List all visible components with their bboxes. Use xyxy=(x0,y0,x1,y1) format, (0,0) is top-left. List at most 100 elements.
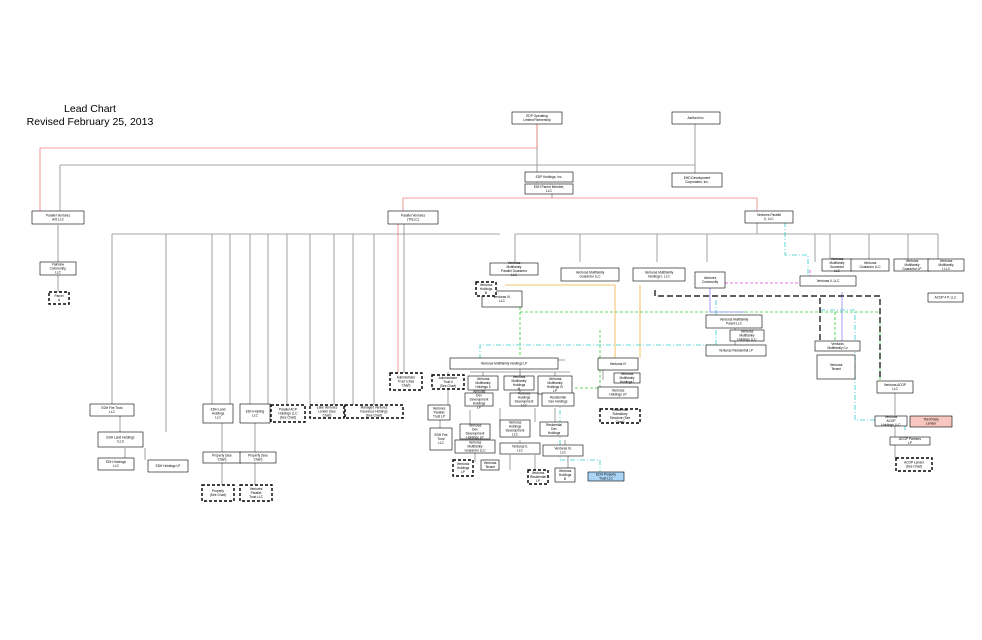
chart-title: Lead Chart xyxy=(64,103,116,115)
svg-text:Trust: Trust xyxy=(437,437,444,441)
svg-text:LLC: LLC xyxy=(215,416,222,420)
svg-text:Venturas: Venturas xyxy=(831,257,844,261)
svg-text:Multifamily: Multifamily xyxy=(506,265,521,269)
svg-text:Venturas Multifamily: Venturas Multifamily xyxy=(576,271,605,275)
svg-text:B: B xyxy=(485,291,487,295)
svg-text:Holdings: Holdings xyxy=(548,431,561,435)
svg-text:LP: LP xyxy=(908,441,912,445)
svg-text:(See Chart): (See Chart) xyxy=(906,465,922,469)
svg-text:Third Party: Third Party xyxy=(923,418,939,422)
svg-text:Venturas Residential LP: Venturas Residential LP xyxy=(719,349,753,353)
svg-text:LLC: LLC xyxy=(109,410,116,414)
svg-text:Venturas: Venturas xyxy=(513,375,526,379)
svg-text:Venturas: Venturas xyxy=(621,372,634,376)
svg-text:Venturas: Venturas xyxy=(906,259,919,263)
entity-v-mf-iii: Venturas III,LLC xyxy=(542,444,584,457)
svg-text:Lender (See: Lender (See xyxy=(318,410,336,414)
svg-text:ACOP: ACOP xyxy=(886,419,895,423)
svg-text:Community,: Community, xyxy=(50,267,67,271)
svg-text:Dev: Dev xyxy=(472,428,478,432)
svg-text:Administrator: Administrator xyxy=(439,376,459,380)
entity-asset-c: Property(See Chart) xyxy=(201,484,235,502)
lead-line xyxy=(39,124,538,211)
svg-text:Guarantor LLC: Guarantor LLC xyxy=(464,449,486,453)
svg-text:Holdings LLC: Holdings LLC xyxy=(278,412,298,416)
svg-text:LLC: LLC xyxy=(560,451,567,455)
connector-lines xyxy=(39,124,939,485)
svg-text:LLC: LLC xyxy=(252,414,259,418)
orange-line xyxy=(505,284,616,358)
svg-text:(See Chart): (See Chart) xyxy=(280,416,296,420)
svg-text:Parcel: Parcel xyxy=(54,294,63,298)
svg-text:Guarantor LLC: Guarantor LLC xyxy=(859,265,881,269)
svg-text:Venturas Multifamily Holdings: Venturas Multifamily Holdings LP xyxy=(481,362,528,366)
svg-text:Venturas: Venturas xyxy=(864,261,877,265)
magenta-line xyxy=(725,270,811,284)
svg-text:Multifamily: Multifamily xyxy=(739,334,754,338)
svg-text:ACOP 4 P, LLC: ACOP 4 P, LLC xyxy=(935,296,958,300)
svg-text:EDH Property: EDH Property xyxy=(596,473,616,477)
svg-text:EDH Land: EDH Land xyxy=(211,408,226,412)
svg-text:Dev: Dev xyxy=(551,427,557,431)
svg-text:LLC: LLC xyxy=(438,441,445,445)
svg-text:Ventures: Ventures xyxy=(704,276,717,280)
svg-text:EDP Operating: EDP Operating xyxy=(526,114,548,118)
svg-text:A: A xyxy=(58,298,61,302)
entity-parallel: Parallel Ventures(TriLLC) xyxy=(387,210,439,225)
svg-text:Development: Development xyxy=(466,432,485,436)
svg-text:Venturas: Venturas xyxy=(508,261,521,265)
svg-text:Holdings I, LLC: Holdings I, LLC xyxy=(648,275,670,279)
svg-text:Holdings: Holdings xyxy=(509,425,522,429)
svg-text:EDH Land Holdings: EDH Land Holdings xyxy=(107,436,135,440)
svg-text:LLC: LLC xyxy=(55,271,62,275)
green-line xyxy=(575,330,601,389)
entity-v-gp: Venturas Multifamily Holdings LP xyxy=(449,357,559,370)
svg-text:Multifamily: Multifamily xyxy=(938,263,953,267)
svg-text:Holdings LP: Holdings LP xyxy=(609,393,626,397)
svg-text:Venturas II,: Venturas II, xyxy=(512,445,528,449)
entity-edp-holdings: EDP Holdings, Inc. xyxy=(524,171,574,183)
svg-text:Holdings LP: Holdings LP xyxy=(466,436,483,440)
svg-text:Managed Ventures: Managed Ventures xyxy=(361,406,388,410)
svg-text:Venturas: Venturas xyxy=(473,390,486,394)
svg-text:Holdings: Holdings xyxy=(212,412,225,416)
cyan-line xyxy=(784,222,809,276)
svg-text:Chart): Chart) xyxy=(323,414,332,418)
svg-text:EHD Development: EHD Development xyxy=(684,176,711,180)
svg-text:LP: LP xyxy=(553,389,557,393)
svg-text:Venturas IV: Venturas IV xyxy=(610,362,627,366)
violet-line xyxy=(709,285,745,313)
svg-text:Holdings: Holdings xyxy=(518,396,531,400)
svg-text:Holdings II: Holdings II xyxy=(475,385,490,389)
svg-text:LLC: LLC xyxy=(511,273,518,277)
svg-text:I, LLC: I, LLC xyxy=(942,267,951,271)
svg-text:Holdings: Holdings xyxy=(457,466,470,470)
svg-text:Guarantor LLC: Guarantor LLC xyxy=(579,275,601,279)
entity-v-mf-ii: Venturas II,LLC xyxy=(499,442,541,455)
svg-text:Venturas: Venturas xyxy=(469,424,482,428)
svg-text:Tenant: Tenant xyxy=(485,465,495,469)
svg-text:Parallel Guarantor: Parallel Guarantor xyxy=(501,269,528,273)
svg-text:Venturas: Venturas xyxy=(469,441,482,445)
svg-text:Administrator: Administrator xyxy=(397,376,417,380)
